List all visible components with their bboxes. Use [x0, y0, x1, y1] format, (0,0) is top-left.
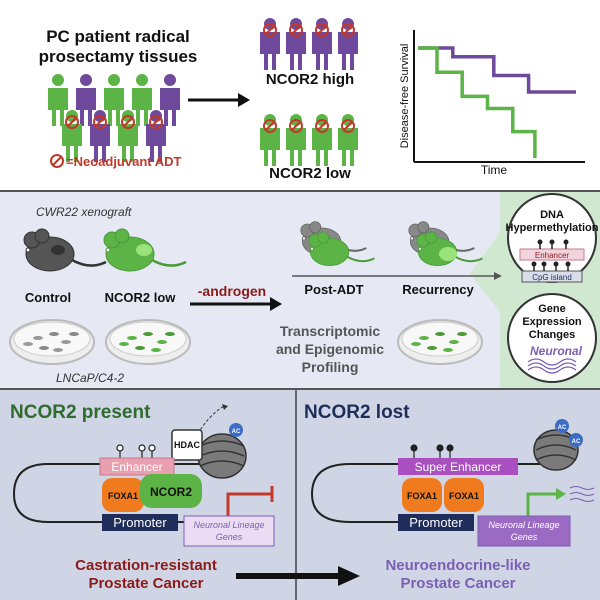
super-enhancer-box	[398, 458, 518, 475]
left-genes-line1: Neuronal Lineage	[193, 520, 264, 530]
left-methylation-marks	[116, 444, 156, 458]
ncor2-low-group	[260, 114, 358, 166]
enhancer-box	[99, 457, 175, 476]
right-outcome-line1: Neuroendocrine-like	[385, 557, 530, 574]
right-promoter-box	[398, 514, 474, 531]
survival-curve-ncor2-low	[418, 46, 537, 158]
neuronal-label: Neuronal	[530, 344, 583, 358]
right-foxa1-label-2: FOXA1	[449, 491, 479, 501]
middle-panel: CWR22 xenograft Control NCOR2 low LNCaP/…	[0, 190, 600, 390]
post-adt-label: Post-ADT	[304, 282, 363, 297]
androgen-arrow	[190, 297, 282, 311]
top-panel-graphic: PC patient radical prosectamy tissues =N…	[39, 18, 585, 182]
right-promoter-label: Promoter	[409, 515, 463, 530]
dna-label-2: Hypermethylation	[506, 222, 599, 234]
profiling-dish	[397, 319, 483, 365]
left-promoter-label: Promoter	[113, 515, 167, 530]
recurrency-label: Recurrency	[402, 282, 474, 297]
gene-expression-badge	[507, 293, 597, 383]
timeline-arrow	[292, 272, 502, 280]
neoadjuvant-adt-icon	[50, 154, 64, 168]
right-foxa1-label-1: FOXA1	[407, 491, 437, 501]
right-ac-label-1: AC	[558, 425, 567, 431]
dna-label-1: DNA	[540, 209, 564, 221]
right-genes-box	[477, 515, 571, 547]
bottom-panel: NCOR2 present NCOR2 lost AC HDAC Enhance…	[0, 390, 600, 600]
profiling-line1: Transcriptomic	[280, 323, 381, 339]
right-genes-line2: Genes	[511, 532, 538, 542]
right-genes-line1: Neuronal Lineage	[488, 520, 559, 530]
xenograft-label: CWR22 xenograft	[36, 205, 132, 219]
control-label: Control	[25, 290, 71, 305]
right-foxa1-box-1	[402, 478, 442, 512]
ncor2-high-label: NCOR2 high	[266, 71, 354, 88]
left-genes-line2: Genes	[216, 532, 243, 542]
top-panel: PC patient radical prosectamy tissues =N…	[0, 0, 600, 190]
left-foxa1-label: FOXA1	[108, 491, 138, 501]
x-axis-label: Time	[481, 163, 508, 177]
ncor2-low-label: NCOR2 low	[269, 165, 351, 182]
bottom-panel-graphic: NCOR2 present NCOR2 lost AC HDAC Enhance…	[10, 390, 595, 600]
gene-label-3: Changes	[529, 329, 575, 341]
right-nucleosome-icon	[533, 419, 583, 471]
right-outcome-line2: Prostate Cancer	[400, 575, 515, 592]
left-outcome-line2: Prostate Cancer	[88, 575, 203, 592]
ncor2-box	[140, 474, 202, 508]
patient-cohort	[48, 74, 180, 162]
arrow-to-groups	[188, 93, 250, 107]
left-foxa1-box	[102, 478, 144, 512]
left-ac-label: AC	[232, 429, 241, 435]
control-dish	[9, 319, 95, 365]
left-dna-loop	[12, 463, 104, 523]
survival-curve-ncor2-high	[418, 46, 576, 94]
survival-chart	[413, 30, 585, 163]
enhancer-small-label: Enhancer	[535, 251, 570, 260]
left-outcome-line1: Castration-resistant	[75, 557, 217, 574]
recurrency-mice-icon	[407, 220, 484, 267]
cohort-title-line2: prosectamy tissues	[39, 47, 198, 66]
post-adt-mice-icon	[299, 220, 376, 267]
right-dna-loop	[310, 463, 398, 523]
hdac-label: HDAC	[174, 440, 200, 450]
right-foxa1-box-2	[444, 478, 484, 512]
adt-legend: =Neoadjuvant ADT	[66, 154, 182, 169]
cell-line-label: LNCaP/C4-2	[56, 371, 124, 385]
hdac-box	[171, 429, 203, 461]
gene-label-1: Gene	[538, 303, 566, 315]
ncor2-low-mouse-label: NCOR2 low	[105, 290, 177, 305]
left-ac-dashed-arrow	[197, 405, 225, 435]
left-genes-box	[183, 515, 275, 547]
progression-arrow	[236, 566, 360, 586]
control-mouse-icon	[22, 227, 108, 273]
ncor2-high-group	[260, 18, 358, 70]
ncor2-label: NCOR2	[150, 485, 192, 499]
ncor2-low-mouse-icon	[102, 227, 188, 273]
super-enhancer-label: Super Enhancer	[415, 460, 502, 474]
dna-hypermethylation-badge	[507, 193, 597, 283]
ncor2-present-title: NCOR2 present	[10, 402, 151, 423]
enhancer-label: Enhancer	[111, 460, 162, 474]
ncor2-low-dish	[105, 319, 191, 365]
middle-panel-graphic: CWR22 xenograft Control NCOR2 low LNCaP/…	[9, 192, 600, 388]
left-promoter-box	[102, 514, 178, 531]
ncor2-lost-title: NCOR2 lost	[304, 402, 410, 423]
repression-marker	[226, 486, 274, 518]
right-ac-label-2: AC	[572, 439, 581, 445]
cohort-title-line1: PC patient radical	[46, 27, 190, 46]
activation-arrow	[526, 486, 595, 518]
androgen-label: -androgen	[198, 283, 266, 299]
cpg-label: CpG island	[532, 273, 572, 282]
profiling-line3: Profiling	[302, 359, 359, 375]
right-methylation-marks	[410, 444, 454, 458]
gene-label-2: Expression	[522, 316, 582, 328]
profiling-line2: and Epigenomic	[276, 341, 384, 357]
y-axis-label: Disease-free Survival	[399, 44, 411, 149]
